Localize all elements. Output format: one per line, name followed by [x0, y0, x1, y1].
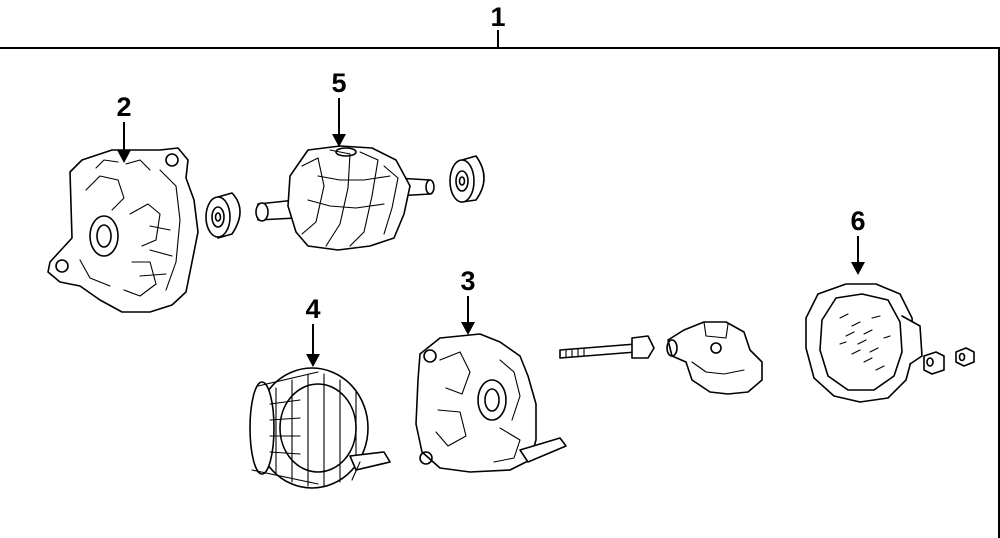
callout-6: 6 — [850, 206, 865, 236]
terminal-nuts — [923, 347, 975, 375]
callout-1: 1 — [490, 2, 505, 32]
callout-2: 2 — [116, 92, 131, 122]
bearing-rear — [205, 192, 241, 239]
callout-5: 5 — [331, 68, 346, 98]
rotor-part — [255, 145, 435, 251]
callout-4: 4 — [305, 294, 320, 324]
stator-part — [249, 367, 391, 489]
rear-housing-part — [47, 147, 199, 313]
front-housing-part — [415, 333, 567, 473]
rear-cover-part — [805, 283, 923, 403]
assembly-frame — [0, 30, 1000, 538]
callout-3: 3 — [460, 266, 475, 296]
bearing-front — [449, 155, 485, 203]
through-bolt — [559, 335, 655, 359]
regulator-part — [666, 321, 763, 395]
